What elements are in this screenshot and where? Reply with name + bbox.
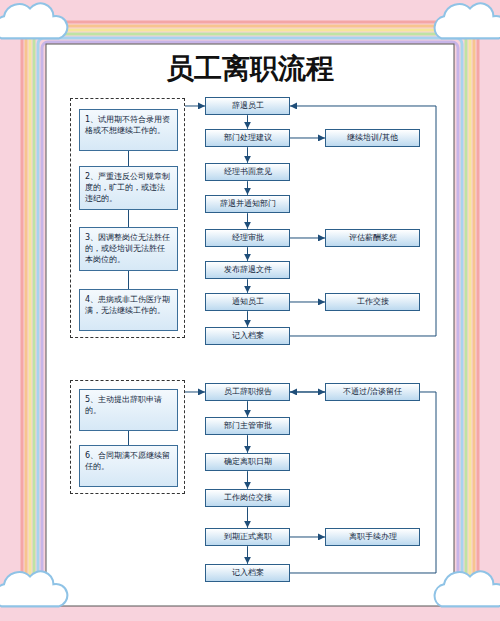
flow-connector: [247, 213, 248, 229]
flow-connector: [290, 237, 325, 238]
process-box: 确定离职日期: [205, 453, 290, 471]
flow-connector: [247, 147, 248, 163]
process-box: 到期正式离职: [205, 528, 290, 546]
condition-box: 1、试用期不符合录用资格或不想继续工作的。: [79, 109, 178, 151]
diagram-title: 员工离职流程: [46, 50, 454, 88]
flow-connector: [128, 210, 129, 227]
box-text: 记入档案: [210, 331, 285, 341]
cloud: [435, 3, 500, 38]
box-text: 辞退并通知部门: [210, 199, 285, 209]
dashed-group: 5、主动提出辞职申请的。 6、合同期满不愿继续留任的。: [70, 380, 185, 494]
condition-box: 3、因调整岗位无法胜任的，或经培训无法胜任本岗位的。: [79, 227, 178, 271]
box-text: 3、因调整岗位无法胜任的，或经培训无法胜任本岗位的。: [85, 232, 172, 266]
box-text: 离职手续办理: [330, 532, 415, 542]
side-box: 继续培训/其他: [325, 129, 420, 147]
box-text: 通知员工: [210, 297, 285, 307]
side-box: 离职手续办理: [325, 528, 420, 546]
flow-connector: [247, 471, 248, 489]
flow-connector: [247, 279, 248, 293]
flow-connector: [128, 151, 129, 166]
box-text: 2、严重违反公司规章制度的，旷工的，或违法违纪的。: [85, 171, 172, 205]
side-box: 不通过/洽谈留任: [325, 383, 420, 401]
side-box: 工作交接: [325, 293, 420, 311]
flow-connector: [128, 431, 129, 445]
flow-connector: [290, 392, 436, 573]
flow-connector: [247, 435, 248, 453]
flow-connector: [247, 546, 248, 564]
flow-connector: [185, 105, 205, 106]
cloud-shape: [0, 3, 67, 38]
white-panel: [46, 44, 454, 606]
cloud-shape: [435, 571, 500, 606]
condition-box: 5、主动提出辞职申请的。: [79, 389, 178, 431]
process-box: 部门处理建议: [205, 129, 290, 147]
box-text: 发布辞退文件: [210, 265, 285, 275]
flow-connector: [247, 247, 248, 261]
process-box: 经理审批: [205, 229, 290, 247]
flow-connector: [247, 181, 248, 195]
box-text: 工作交接: [330, 297, 415, 307]
cloud: [0, 571, 67, 606]
flow-connector: [290, 106, 436, 336]
box-text: 继续培训/其他: [330, 133, 415, 143]
flow-connector: [185, 391, 205, 392]
cloud-shape: [0, 571, 67, 606]
flow-connector: [247, 311, 248, 327]
cloud-shape: [435, 3, 500, 38]
flow-connector: [290, 137, 325, 138]
process-box: 通知员工: [205, 293, 290, 311]
flow-connector: [128, 271, 129, 289]
box-text: 5、主动提出辞职申请的。: [85, 394, 172, 416]
dashed-group: 1、试用期不符合录用资格或不想继续工作的。 2、严重违反公司规章制度的，旷工的，或…: [70, 98, 185, 338]
box-text: 部门处理建议: [210, 133, 285, 143]
box-text: 员工辞职报告: [210, 387, 285, 397]
box-text: 1、试用期不符合录用资格或不想继续工作的。: [85, 114, 172, 136]
flow-connector: [290, 301, 325, 302]
box-text: 到期正式离职: [210, 532, 285, 542]
flow-connector: [290, 536, 325, 537]
flow-connector: [247, 507, 248, 528]
box-text: 部门主管审批: [210, 421, 285, 431]
box-text: 不通过/洽谈留任: [330, 387, 415, 397]
condition-box: 6、合同期满不愿继续留任的。: [79, 445, 178, 487]
cloud: [435, 571, 500, 606]
process-box: 发布辞退文件: [205, 261, 290, 279]
process-box: 经理书面意见: [205, 163, 290, 181]
side-box: 评估薪酬奖惩: [325, 229, 420, 247]
box-text: 工作岗位交接: [210, 493, 285, 503]
box-text: 记入档案: [210, 568, 285, 578]
box-text: 辞退员工: [210, 101, 285, 111]
condition-box: 2、严重违反公司规章制度的，旷工的，或违法违纪的。: [79, 166, 178, 210]
box-text: 4、患病或非工伤医疗期满，无法继续工作的。: [85, 294, 172, 316]
cloud: [0, 3, 67, 38]
flow-connector: [247, 115, 248, 129]
process-box: 辞退员工: [205, 97, 290, 115]
process-box: 记入档案: [205, 327, 290, 345]
process-box: 辞退并通知部门: [205, 195, 290, 213]
box-text: 评估薪酬奖惩: [330, 233, 415, 243]
process-box: 工作岗位交接: [205, 489, 290, 507]
box-text: 确定离职日期: [210, 457, 285, 467]
flow-connector: [247, 401, 248, 417]
process-box: 部门主管审批: [205, 417, 290, 435]
process-box: 记入档案: [205, 564, 290, 582]
box-text: 6、合同期满不愿继续留任的。: [85, 450, 172, 472]
condition-box: 4、患病或非工伤医疗期满，无法继续工作的。: [79, 289, 178, 331]
process-box: 员工辞职报告: [205, 383, 290, 401]
box-text: 经理审批: [210, 233, 285, 243]
box-text: 经理书面意见: [210, 167, 285, 177]
